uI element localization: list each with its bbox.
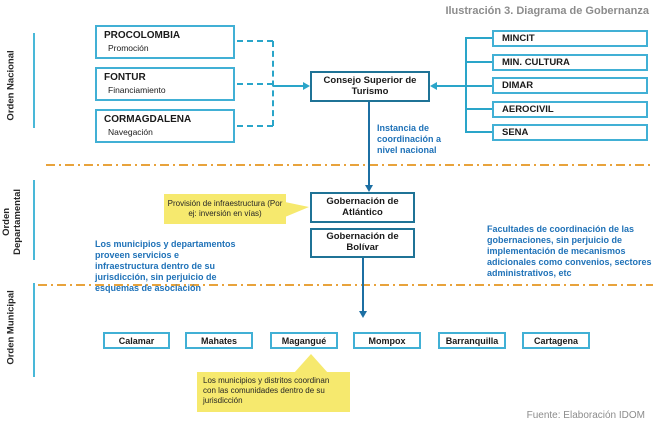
ministry-box-dimar: DIMAR [492,77,648,94]
consejo-superior-label: Consejo Superior de Turismo [323,74,417,97]
connector-fontur [237,83,273,85]
connector-dimar [466,85,492,87]
connector-gobernacion-to-municipios [362,258,364,313]
municipality-box-mompox: Mompox [353,332,421,349]
ministry-label: SENA [502,127,529,138]
ministry-label: MINCIT [502,33,535,44]
ministry-box-sena: SENA [492,124,648,141]
connector-min-cultura [466,61,492,63]
entity-role: Promoción [108,43,149,53]
entity-name: CORMAGDALENA [104,114,192,125]
section-bar-departamental [33,180,35,260]
municipality-box-mahates: Mahates [185,332,253,349]
municipality-label: Magangué [281,335,327,346]
entity-name: PROCOLOMBIA [104,30,181,41]
connector-cormagdalena [237,125,273,127]
connector-consejo-to-gobernacion [368,102,370,186]
connector-right-bracket [465,37,467,133]
arrowhead-into-gobernacion [365,185,373,192]
divider-nacional-departamental [46,164,653,166]
entity-box-cormagdalena: CORMAGDALENA Navegación [95,109,235,143]
municipality-box-calamar: Calamar [103,332,170,349]
municipality-label: Barranquilla [445,335,499,346]
infrastructure-callout-pointer [285,202,309,217]
arrowhead-into-consejo-left [303,82,310,90]
connector-left-bracket [272,41,274,126]
entity-name: FONTUR [104,72,146,83]
entity-role: Navegación [108,127,153,137]
connector-procolombia [237,40,273,42]
gobernacion-label: Gobernación de Atlántico [326,195,399,218]
connector-right-to-consejo [437,85,466,87]
central-coordination-note: Instancia de coordinación a nivel nacion… [377,123,442,155]
ministry-label: DIMAR [502,80,534,91]
arrowhead-into-consejo-right [430,82,437,90]
section-label-municipal: Orden Municipal [5,290,17,365]
ministry-box-min-cultura: MIN. CULTURA [492,54,648,71]
municipality-box-cartagena: Cartagena [522,332,590,349]
section-label-departamental: Orden Departamental [1,188,23,255]
ministry-label: AEROCIVIL [502,104,554,115]
municipality-box-magangue: Magangué [270,332,338,349]
ministry-box-mincit: MINCIT [492,30,648,47]
gobernacion-atlantico-box: Gobernación de Atlántico [310,192,415,223]
entity-box-procolombia: PROCOLOMBIA Promoción [95,25,235,59]
consejo-superior-box: Consejo Superior de Turismo [310,71,430,102]
gobernacion-bolivar-box: Gobernación de Bolívar [310,228,415,258]
section-bar-municipal [33,283,35,377]
municipal-callout-pointer [294,354,328,373]
arrowhead-into-municipios [359,311,367,318]
municipality-label: Calamar [118,335,155,346]
municipal-callout: Los municipios y distritos coordinan con… [197,372,350,412]
section-label-nacional: Orden Nacional [5,50,17,121]
coordination-faculties-note: Facultades de coordinación de las gobern… [487,224,652,278]
municipality-box-barranquilla: Barranquilla [438,332,506,349]
municipality-label: Mompox [368,335,406,346]
municipality-label: Mahates [200,335,237,346]
figure-source: Fuente: Elaboración IDOM [526,410,645,421]
infrastructure-callout-text: Provisión de infraestructura (Por ej: in… [167,199,283,218]
municipal-callout-text: Los municipios y distritos coordinan con… [203,376,330,405]
connector-aerocivil [466,108,492,110]
connector-mincit [466,37,492,39]
entity-box-fontur: FONTUR Financiamiento [95,67,235,101]
municipal-services-note: Los municipios y departamentos proveen s… [95,239,236,293]
ministry-box-aerocivil: AEROCIVIL [492,101,648,118]
entity-role: Financiamiento [108,85,166,95]
section-bar-nacional [33,33,35,128]
ministry-label: MIN. CULTURA [502,57,570,68]
connector-sena [466,131,492,133]
municipality-label: Cartagena [533,335,578,346]
infrastructure-callout: Provisión de infraestructura (Por ej: in… [164,194,286,224]
figure-title: Ilustración 3. Diagrama de Gobernanza [445,5,649,17]
connector-left-to-consejo [273,85,304,87]
gobernacion-label: Gobernación de Bolívar [326,231,399,253]
divider-departamental-municipal [38,284,653,286]
